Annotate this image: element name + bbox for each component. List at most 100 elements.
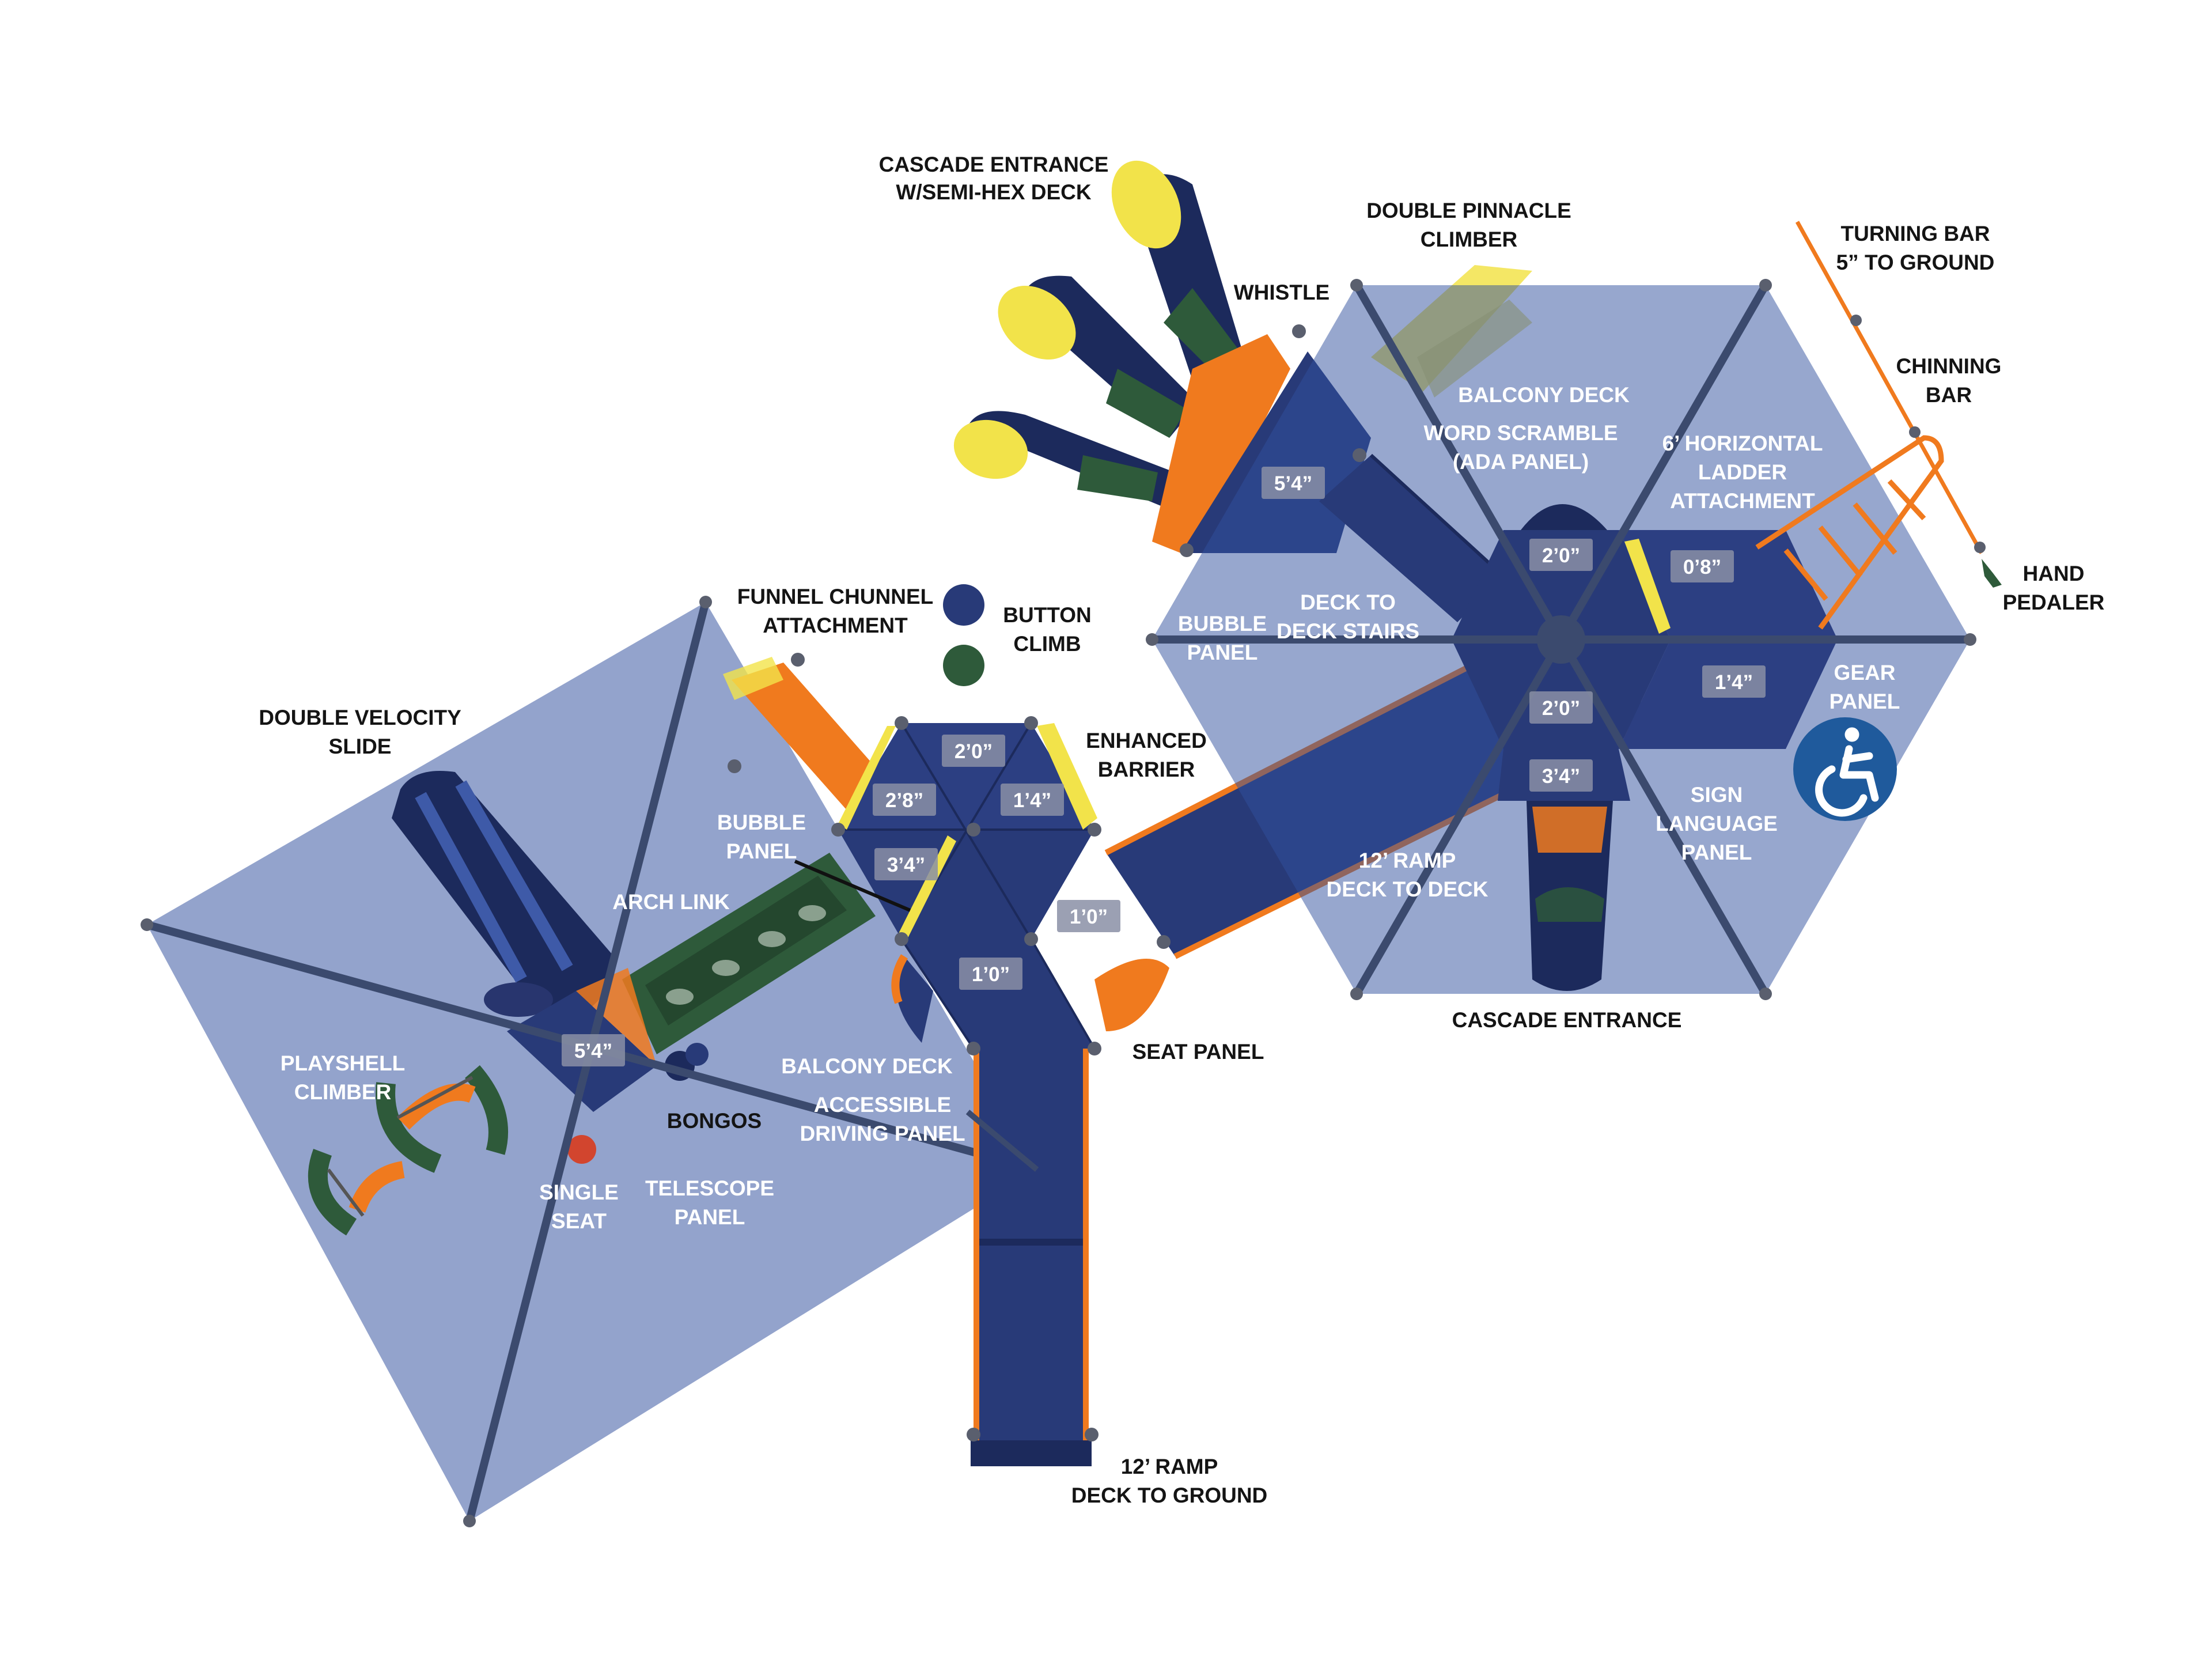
right-deck-posts [1146,279,1976,1000]
label-bubble-panel-left: BUBBLE PANEL [717,811,806,863]
svg-text:ATTACHMENT: ATTACHMENT [1670,489,1815,513]
svg-text:2’0”: 2’0” [955,740,993,763]
label-deck-to-deck-stairs: DECK TO DECK STAIRS [1277,591,1419,643]
svg-text:12’ RAMP: 12’ RAMP [1121,1455,1218,1478]
label-bubble-panel-right: BUBBLE PANEL [1178,612,1267,664]
svg-text:PANEL: PANEL [1830,690,1900,713]
seat-panel [1094,959,1169,1031]
svg-text:1’4”: 1’4” [1013,789,1051,812]
height-mid-right-lower: 1’0” [1057,900,1120,932]
svg-text:PANEL: PANEL [1187,641,1258,664]
svg-text:PANEL: PANEL [1681,841,1752,864]
svg-text:SLIDE: SLIDE [329,735,392,758]
label-enhanced-barrier: ENHANCED BARRIER [1086,729,1207,781]
svg-text:LADDER: LADDER [1698,460,1787,484]
svg-text:TURNING BAR: TURNING BAR [1841,222,1990,245]
svg-text:SIGN: SIGN [1691,783,1743,807]
leader-lines [794,860,911,912]
horizontal-ladder [1755,435,1944,630]
double-velocity-slide [392,771,616,1020]
deck-to-deck-stairs [1319,453,1505,622]
label-accessible-driving-panel: ACCESSIBLE DRIVING PANEL [800,1093,965,1145]
right-canopy-hub [1537,615,1585,664]
svg-text:2’8”: 2’8” [885,789,923,812]
height-mid-bottom: 1’0” [959,958,1022,990]
svg-text:SINGLE: SINGLE [539,1181,619,1204]
svg-text:DECK STAIRS: DECK STAIRS [1277,619,1419,643]
height-mid-right-upper: 1’4” [1001,784,1064,816]
svg-text:BUBBLE: BUBBLE [1178,612,1267,635]
single-seat [567,1135,596,1164]
component-labels: CASCADE ENTRANCE W/SEMI-HEX DECK DOUBLE … [259,153,2104,1507]
svg-text:5’4”: 5’4” [1274,472,1312,495]
balcony-deck-mid [891,954,933,1043]
svg-text:DOUBLE VELOCITY: DOUBLE VELOCITY [259,706,461,729]
svg-text:PLAYSHELL: PLAYSHELL [281,1051,406,1075]
label-arch-link: ARCH LINK [612,890,730,914]
svg-text:CLIMBER: CLIMBER [294,1080,392,1104]
label-double-velocity: DOUBLE VELOCITY SLIDE [259,706,461,758]
height-semi-hex-deck: 5’4” [1262,467,1325,499]
svg-text:5’4”: 5’4” [574,1040,612,1062]
svg-text:DOUBLE PINNACLE: DOUBLE PINNACLE [1366,199,1571,222]
label-button-climb: BUTTON CLIMB [1003,603,1091,656]
label-horizontal-ladder: 6’ HORIZONTAL LADDER ATTACHMENT [1662,432,1823,513]
label-telescope-panel: TELESCOPE PANEL [645,1176,774,1229]
label-hand-pedaler: HAND PEDALER [2003,562,2105,614]
svg-text:BARRIER: BARRIER [1098,758,1195,781]
button-climb [943,584,984,686]
svg-text:CHINNING: CHINNING [1896,354,2002,378]
svg-text:GEAR: GEAR [1834,661,1896,684]
mid-deck-posts [728,653,1171,1441]
svg-text:PANEL: PANEL [675,1205,745,1229]
svg-text:W/SEMI-HEX DECK: W/SEMI-HEX DECK [896,180,1091,204]
svg-text:HAND: HAND [2023,562,2085,585]
svg-text:2’0”: 2’0” [1542,697,1580,720]
ramp-deck-to-ground [971,1049,1092,1466]
label-ramp-deck-to-ground: 12’ RAMP DECK TO GROUND [1071,1455,1268,1507]
label-balcony-deck-mid: BALCONY DECK [781,1054,953,1078]
enhanced-barrier [838,723,1097,945]
svg-text:0’8”: 0’8” [1683,556,1721,578]
label-double-pinnacle: DOUBLE PINNACLE CLIMBER [1366,199,1571,251]
label-bongos: BONGOS [667,1109,762,1133]
height-mid-top: 2’0” [942,735,1005,767]
telescope-leader [965,1110,1039,1172]
svg-text:3’4”: 3’4” [1542,765,1580,788]
svg-text:BUTTON: BUTTON [1003,603,1091,627]
svg-text:6’ HORIZONTAL: 6’ HORIZONTAL [1662,432,1823,455]
height-right-side-top: 0’8” [1671,550,1734,582]
svg-text:(ADA PANEL): (ADA PANEL) [1453,450,1589,474]
svg-text:DECK TO DECK: DECK TO DECK [1327,877,1488,901]
svg-text:CLIMB: CLIMB [1013,632,1081,656]
svg-text:1’0”: 1’0” [972,963,1010,986]
svg-text:FUNNEL CHUNNEL: FUNNEL CHUNNEL [737,585,934,608]
height-right-bottom: 2’0” [1529,691,1593,724]
svg-text:5” TO GROUND: 5” TO GROUND [1836,251,1995,274]
svg-text:1’4”: 1’4” [1715,671,1753,694]
svg-text:2’0”: 2’0” [1542,544,1580,567]
label-word-scramble: WORD SCRAMBLE (ADA PANEL) [1423,421,1618,474]
label-whistle: WHISTLE [1234,281,1330,304]
svg-text:DECK TO: DECK TO [1300,591,1396,614]
height-mid-left-lower: 3’4” [874,848,938,880]
svg-text:PANEL: PANEL [726,839,797,863]
label-funnel-chunnel: FUNNEL CHUNNEL ATTACHMENT [737,585,934,637]
hand-pedaler [1982,559,2002,588]
svg-text:DRIVING PANEL: DRIVING PANEL [800,1122,965,1145]
label-cascade-entrance-semi-hex: CASCADE ENTRANCE W/SEMI-HEX DECK [879,153,1109,204]
label-balcony-deck-top: BALCONY DECK [1458,383,1630,407]
height-right-top: 2’0” [1529,539,1593,571]
svg-text:WORD SCRAMBLE: WORD SCRAMBLE [1423,421,1618,445]
label-gear-panel: GEAR PANEL [1830,661,1900,713]
playshell-climber [308,1065,508,1236]
label-playshell-climber: PLAYSHELL CLIMBER [281,1051,406,1104]
cascade-entrance [1527,801,1613,991]
label-turning-bar: TURNING BAR 5” TO GROUND [1836,222,1995,274]
label-cascade-entrance: CASCADE ENTRANCE [1452,1008,1682,1032]
svg-text:TELESCOPE: TELESCOPE [645,1176,774,1200]
deck-height-tags: 5’4” 2’0” 0’8” 1’4” 2’0” 3’4” 2’0” 2’8” … [562,467,1766,1066]
accessibility-badge [1793,717,1897,821]
arch-link [622,853,876,1054]
label-seat-panel: SEAT PANEL [1132,1040,1264,1064]
